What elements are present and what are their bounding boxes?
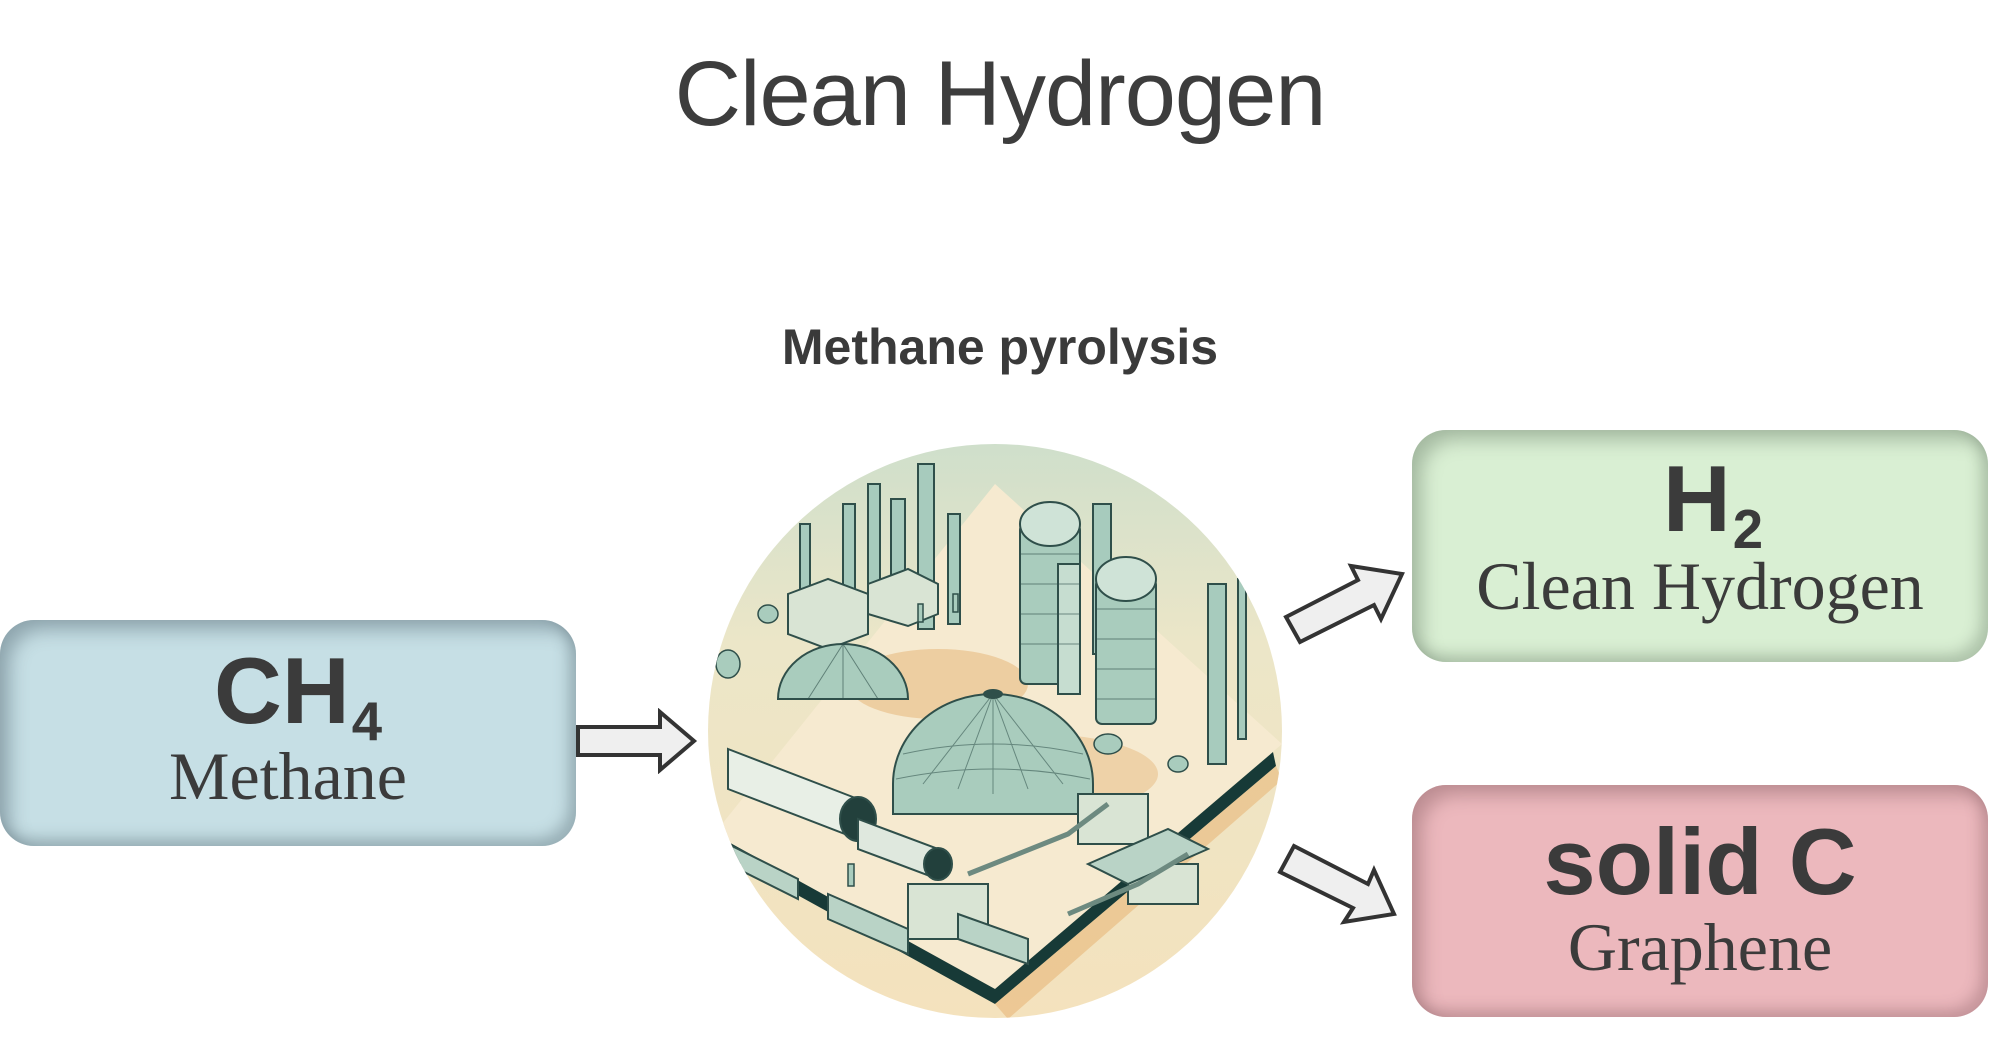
hydrogen-formula: H2 [1438,452,1988,558]
diagram-title: Clean Hydrogen [674,43,1327,145]
process-label: Methane pyrolysis [781,319,1219,375]
methane-formula-subscript: 4 [351,691,383,753]
hydrogen-output-box: H2 Clean Hydrogen [1412,430,1988,662]
hydrogen-formula-subscript: 2 [1732,499,1764,561]
arrow-down-right-icon [1277,843,1397,925]
carbon-formula: solid C [1543,809,1857,914]
arrow-up-right-icon [1283,563,1405,645]
carbon-output-box: solid C Graphene [1412,785,1988,1017]
industrial-plant-illustration [708,444,1282,1018]
methane-input-box: CH4 Methane [0,620,576,846]
methane-formula: CH4 [20,644,576,750]
arrow-right-icon [576,708,698,774]
carbon-name: Graphene [1567,909,1833,985]
hydrogen-name: Clean Hydrogen [1476,547,1924,624]
methane-formula-main: CH [213,638,350,743]
methane-name: Methane [169,737,407,814]
hydrogen-formula-main: H [1662,446,1731,551]
